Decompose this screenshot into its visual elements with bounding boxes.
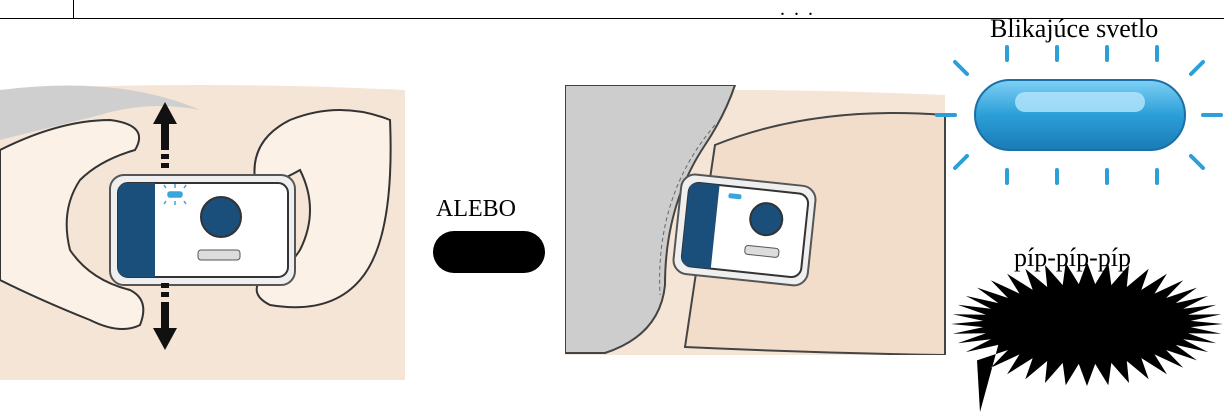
device-window	[198, 250, 240, 260]
light-pill	[975, 80, 1185, 150]
or-label: ALEBO	[436, 196, 516, 223]
table-column-divider	[73, 0, 74, 18]
header-trailing-text: . . .	[780, 0, 815, 21]
right-illustration	[565, 85, 965, 355]
flashing-light-label: Blikajúce svetlo	[990, 14, 1158, 44]
flashing-light-icon	[935, 42, 1224, 202]
device-blue-tab	[118, 183, 155, 277]
device-button	[201, 197, 241, 237]
black-indicator-pill	[432, 230, 547, 274]
beep-burst-icon	[950, 262, 1224, 416]
light-highlight	[1015, 92, 1145, 112]
left-illustration	[0, 80, 410, 380]
